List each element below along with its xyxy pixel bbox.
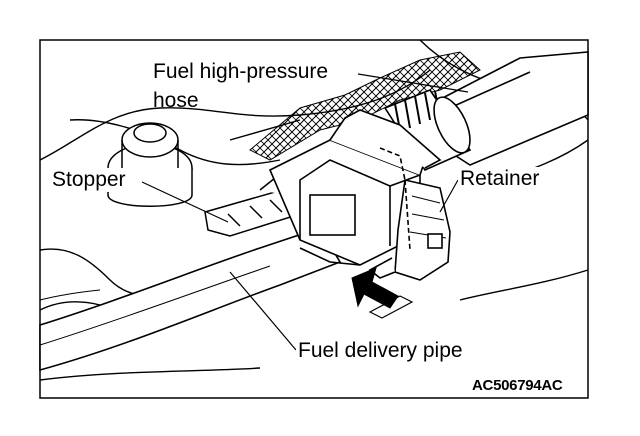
label-fuel-delivery-pipe: Fuel delivery pipe	[296, 339, 465, 363]
label-hose: hose	[153, 89, 199, 112]
push-direction-arrow	[351, 267, 399, 309]
label-retainer: Retainer	[458, 167, 542, 191]
hatched-bracket	[249, 51, 481, 161]
stopper-boss	[107, 122, 193, 207]
leader-lines	[141, 73, 469, 351]
retainer	[368, 147, 451, 281]
label-stopper: Stopper	[50, 168, 128, 192]
fuel-high-pressure-hose	[383, 51, 589, 172]
figure-code: AC506794AC	[472, 377, 563, 394]
fuel-delivery-pipe	[39, 227, 342, 372]
label-fuel-high-pressure-hose: Fuel high-pressure	[153, 60, 329, 83]
figure-frame	[39, 39, 589, 399]
arrow-base-outline	[368, 295, 414, 319]
quick-connector	[268, 109, 442, 266]
